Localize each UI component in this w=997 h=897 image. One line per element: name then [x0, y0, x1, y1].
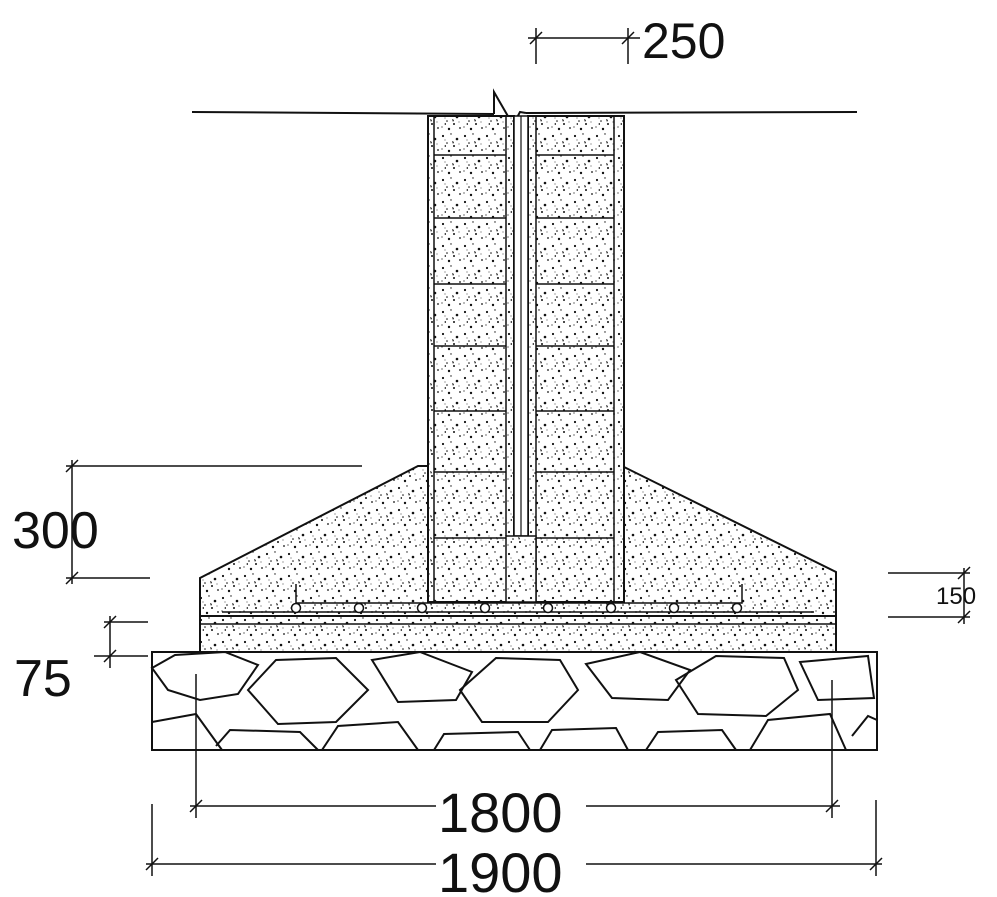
dimension-label-300: 300: [12, 502, 99, 560]
footing-slab: [199, 615, 837, 653]
dimension-250: [528, 28, 640, 64]
dimension-75: [94, 615, 148, 668]
dimension-label-250: 250: [642, 13, 725, 69]
dimension-1800: [189, 674, 840, 818]
reinforcement-bars: [222, 584, 814, 614]
dimension-300: [65, 459, 362, 585]
wall-cavity: [505, 115, 537, 603]
dimension-label-1900: 1900: [438, 841, 563, 897]
dimension-label-75: 75: [14, 650, 72, 708]
hardcore-base: [150, 650, 878, 751]
dimension-label-150: 150: [936, 583, 976, 610]
wall-left: [427, 115, 515, 603]
wall-right: [527, 115, 625, 603]
dimension-150: [888, 566, 971, 624]
dimension-1900: [145, 800, 883, 876]
dimension-label-1800: 1800: [438, 781, 563, 844]
